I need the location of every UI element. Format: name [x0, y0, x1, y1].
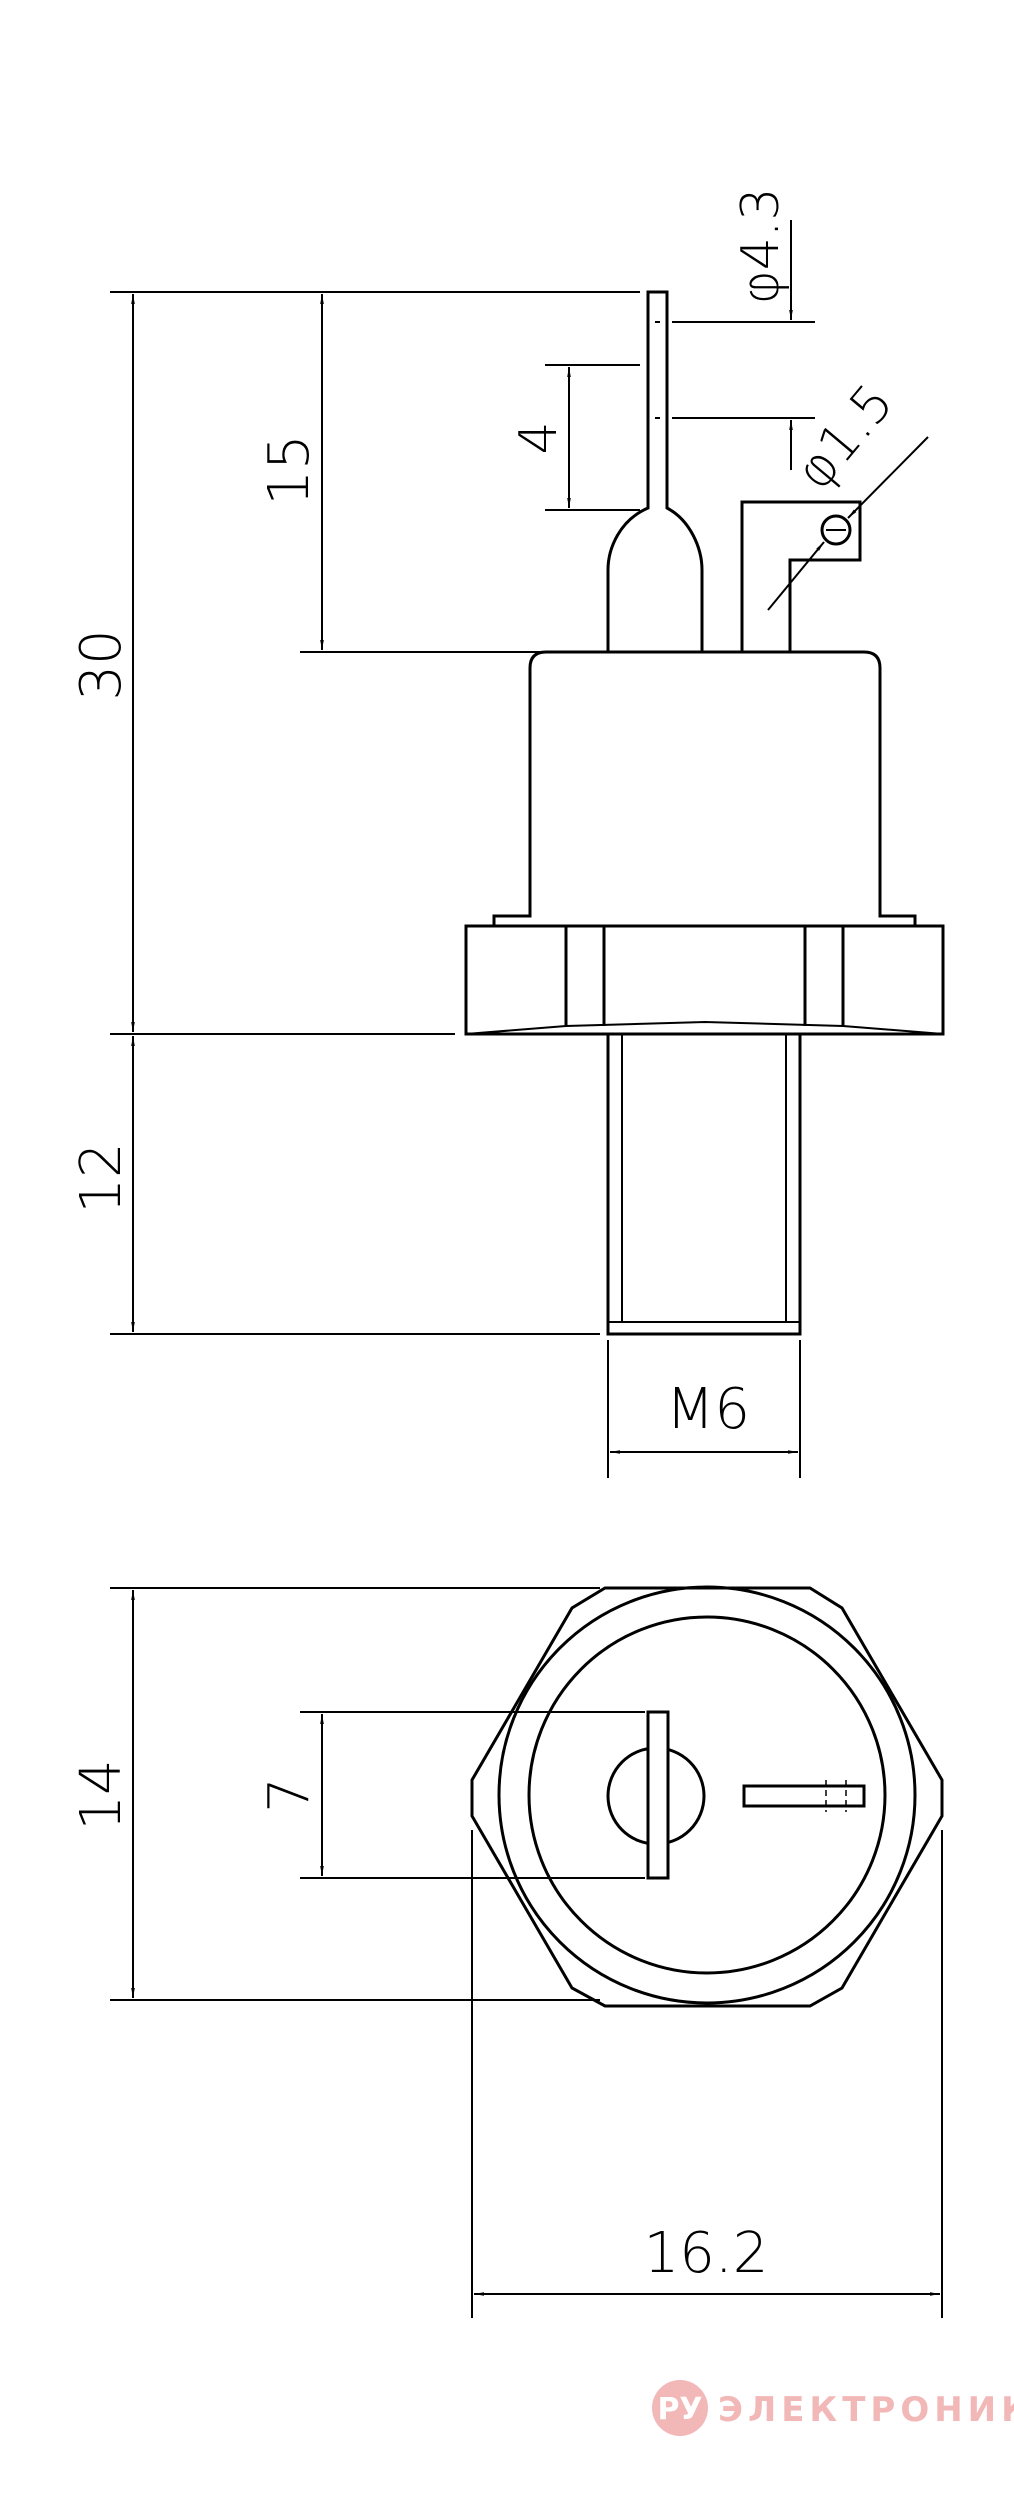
top-dimension-lines [110, 1587, 943, 2318]
dim-lead-diameter: φ4.3 [731, 188, 791, 305]
hex-outline [470, 1586, 944, 2008]
gate-tab [740, 500, 862, 652]
watermark-logo-text: РУ [657, 2392, 702, 2427]
lead-terminal [606, 290, 704, 654]
can-body [528, 650, 882, 912]
top-view [470, 1585, 944, 2008]
inner-ring [527, 1615, 887, 1975]
dim-overall-height: 30 [69, 629, 134, 700]
gate-hole [820, 514, 852, 546]
side-view [464, 290, 945, 1336]
gate-tab-top [742, 1784, 866, 1808]
dim-body-height: 14 [69, 1759, 134, 1830]
dim-hex-width: 16.2 [644, 2221, 769, 2286]
dim-lead-length: 15 [257, 434, 322, 505]
dim-thread-length: 12 [69, 1142, 134, 1213]
can-flange [492, 912, 917, 926]
outer-ring [497, 1585, 917, 2005]
dim-hole-diameter: φ1.5 [784, 373, 905, 501]
watermark-logo [652, 2380, 708, 2436]
lead-blade [646, 1710, 670, 1880]
dim-lead-band: 4 [509, 421, 569, 454]
dim-thread: M6 [666, 1377, 750, 1442]
side-dimension-lines [110, 220, 929, 1478]
threaded-stud [606, 1032, 802, 1336]
watermark: РУ ЭЛЕКТРОНИКС [652, 2380, 1014, 2436]
watermark-text: ЭЛЕКТРОНИКС [718, 2390, 1014, 2430]
dim-pin-spacing: 7 [257, 1777, 322, 1813]
hex-base [464, 924, 945, 1036]
top-view-hidden [825, 1780, 847, 1812]
